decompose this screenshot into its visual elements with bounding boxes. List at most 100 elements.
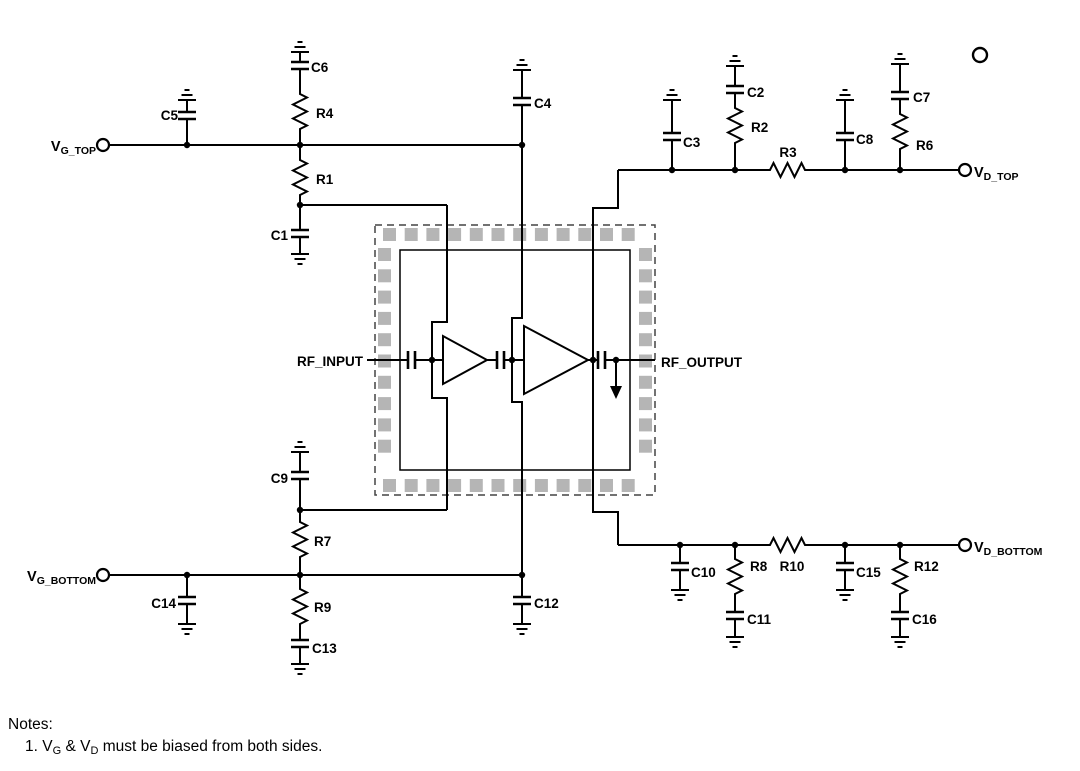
junction-dot bbox=[518, 571, 526, 579]
notes-item-1-text: must be biased from both sides. bbox=[98, 738, 323, 755]
ground-icon bbox=[725, 636, 745, 648]
vg-top-label-main: V bbox=[51, 139, 61, 155]
component-c6-r4-r1-c1: C6 R4 R1 C1 bbox=[271, 41, 334, 265]
ic-pad bbox=[639, 375, 652, 389]
ic-pad bbox=[378, 269, 391, 283]
port-labels: VG_TOP VD_TOP VG_BOTTOM VD_BOTTOM RF_INP… bbox=[27, 139, 1043, 587]
c16-label: C16 bbox=[912, 612, 937, 627]
resistor-icon bbox=[725, 557, 745, 597]
capacitor-icon bbox=[669, 561, 691, 572]
notes-block: Notes: 1. VG & VD must be biased from bo… bbox=[8, 716, 322, 757]
resistor-icon bbox=[890, 557, 910, 597]
ic-pad bbox=[639, 418, 652, 432]
r12-label: R12 bbox=[914, 559, 939, 574]
ground-icon bbox=[512, 623, 532, 635]
terminals bbox=[95, 46, 989, 583]
ground-icon bbox=[290, 663, 310, 675]
ic-pad bbox=[513, 479, 527, 492]
junction-dots bbox=[183, 141, 904, 579]
rf-input-label: RF_INPUT bbox=[297, 354, 364, 369]
r6-label: R6 bbox=[916, 138, 934, 153]
junction-dot bbox=[731, 541, 739, 549]
ground-icon bbox=[290, 41, 310, 53]
component-c2-r2: C2 R2 bbox=[724, 55, 768, 170]
c5-label: C5 bbox=[161, 108, 179, 123]
ic-pad bbox=[448, 479, 462, 492]
capacitor-icon bbox=[834, 131, 856, 142]
gate2-bottom-feed bbox=[511, 360, 523, 575]
ic-pad bbox=[404, 479, 418, 492]
c12-label: C12 bbox=[534, 596, 559, 611]
junction-dot bbox=[296, 201, 304, 209]
ic-pad bbox=[469, 228, 483, 241]
c3-label: C3 bbox=[683, 135, 701, 150]
ground-icon bbox=[835, 89, 855, 101]
junction-dot bbox=[731, 166, 739, 174]
r8-label: R8 bbox=[750, 559, 768, 574]
interstage-capacitor-icon bbox=[495, 349, 506, 371]
ground-icon bbox=[290, 253, 310, 265]
amplifier-stage2-icon bbox=[523, 324, 591, 396]
component-r10: R10 bbox=[768, 535, 808, 574]
resistor-icon bbox=[290, 158, 310, 198]
vg-bottom-label-sub: G_BOTTOM bbox=[37, 575, 97, 587]
junction-dot bbox=[896, 166, 904, 174]
capacitor-icon bbox=[289, 470, 311, 481]
c6-label: C6 bbox=[311, 60, 329, 75]
component-c5: C5 bbox=[161, 89, 198, 145]
ic-pad bbox=[621, 228, 635, 241]
capacitor-icon bbox=[289, 638, 311, 649]
capacitor-icon bbox=[724, 610, 746, 621]
ic-pad bbox=[426, 479, 440, 492]
c1-label: C1 bbox=[271, 228, 289, 243]
vg-bottom-label: VG_BOTTOM bbox=[27, 569, 96, 587]
ic-pad bbox=[378, 290, 391, 304]
resistor-icon bbox=[725, 106, 745, 146]
r3-label: R3 bbox=[779, 145, 797, 160]
vg-top-label-sub: G_TOP bbox=[61, 145, 96, 157]
c9-label: C9 bbox=[271, 471, 288, 486]
capacitor-icon bbox=[511, 96, 533, 107]
ic-pad-ring bbox=[378, 228, 652, 492]
ic-pad bbox=[578, 228, 592, 241]
ground-icon bbox=[290, 441, 310, 453]
ic-pad bbox=[469, 479, 483, 492]
ic-pad bbox=[491, 228, 505, 241]
junction-dot bbox=[676, 541, 684, 549]
ic-pad bbox=[378, 333, 391, 347]
vd-top-terminal bbox=[957, 162, 973, 178]
r2-label: R2 bbox=[751, 120, 768, 135]
junction-dot bbox=[508, 356, 516, 364]
capacitor-icon bbox=[511, 595, 533, 606]
ic-pad bbox=[600, 479, 613, 492]
ic-pad bbox=[426, 228, 440, 241]
ic-pad bbox=[556, 228, 570, 241]
vd-top-label-sub: D_TOP bbox=[984, 171, 1019, 183]
component-r3: R3 bbox=[768, 145, 808, 180]
ic-pad bbox=[578, 479, 592, 492]
notes-item-1-text: & V bbox=[61, 738, 91, 755]
junction-dot bbox=[896, 541, 904, 549]
notes-item-1-sub-g: G bbox=[52, 744, 62, 757]
junction-dot bbox=[428, 356, 436, 364]
vd-bottom-label-main: V bbox=[974, 540, 984, 556]
c10-label: C10 bbox=[691, 565, 716, 580]
down-arrow-icon bbox=[610, 386, 622, 399]
ic-pad bbox=[513, 228, 527, 241]
ic-pad bbox=[383, 228, 396, 241]
junction-dot bbox=[518, 141, 526, 149]
ic-pad bbox=[378, 418, 391, 432]
amplifier-stage1-icon bbox=[442, 334, 490, 386]
c8-label: C8 bbox=[856, 132, 874, 147]
vd-top-label-main: V bbox=[974, 165, 984, 181]
c14-label: C14 bbox=[151, 596, 176, 611]
ic-pad bbox=[378, 248, 391, 261]
capacitor-icon bbox=[724, 84, 746, 95]
component-c9-r7-r9-c13: C9 R7 R9 C13 bbox=[271, 441, 337, 675]
ic-pad bbox=[491, 479, 505, 492]
capacitor-icon bbox=[176, 595, 198, 606]
ground-icon bbox=[835, 589, 855, 601]
junction-dot bbox=[296, 571, 304, 579]
ic-pad bbox=[639, 290, 652, 304]
